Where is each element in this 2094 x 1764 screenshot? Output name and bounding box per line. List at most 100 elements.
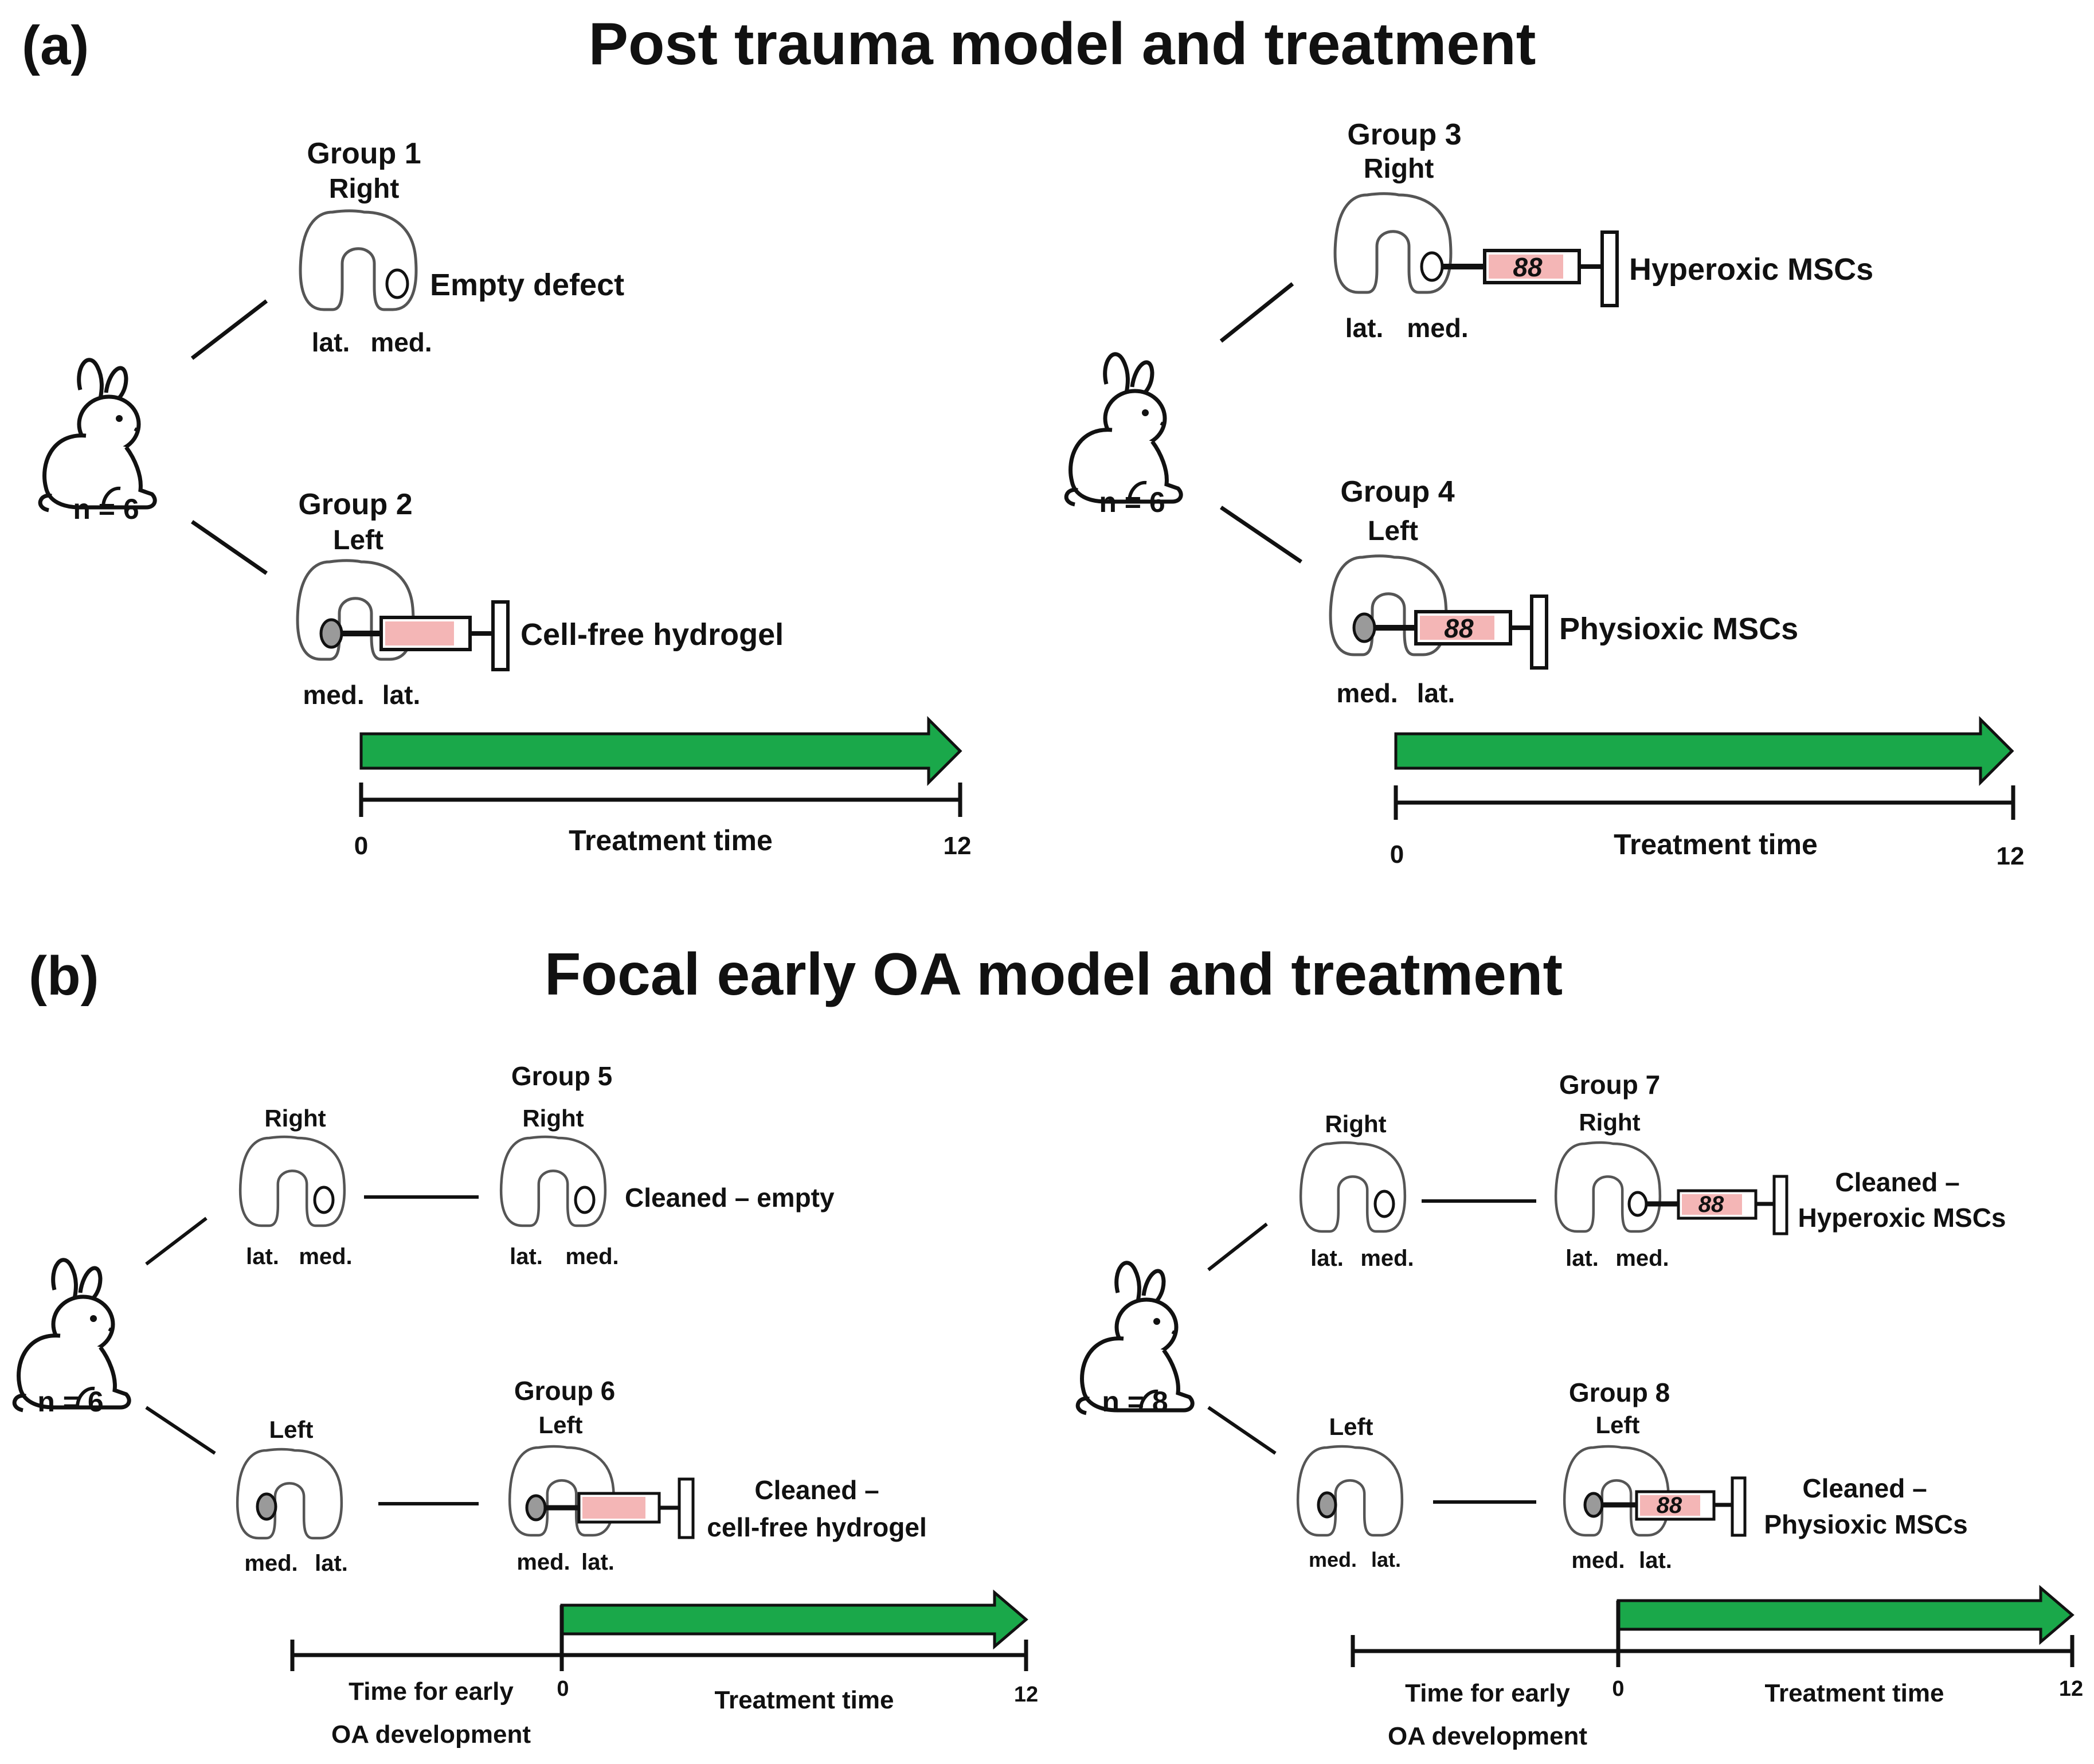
branch-line (1207, 1406, 1277, 1455)
medial-label: med. (1360, 1246, 1414, 1271)
lateral-label: lat. (312, 327, 350, 357)
group-8-label: Group 8 (1569, 1378, 1670, 1407)
defect-icon (385, 268, 409, 299)
branch-line (145, 1217, 208, 1266)
medial-label: med. (1407, 313, 1468, 343)
syringe-icon (525, 1477, 695, 1539)
group-2-treatment: Cell-free hydrogel (520, 617, 784, 652)
group-7-label: Group 7 (1559, 1070, 1660, 1100)
condyle-icon (1298, 1446, 1402, 1535)
group-6-label: Group 6 (514, 1376, 615, 1406)
cohort-size: n = 6 (73, 493, 139, 525)
pre-period-label-line1: Time for early (1405, 1679, 1570, 1707)
svg-text:88: 88 (1513, 252, 1543, 282)
group-7-treatment-line2: Hyperoxic MSCs (1798, 1203, 2006, 1233)
cohort-size: n = 6 (37, 1386, 103, 1418)
group-3-label: Group 3 (1347, 118, 1461, 151)
group-4-side: Left (1368, 516, 1418, 546)
branch-line (190, 299, 268, 360)
timeline-label: Treatment time (1765, 1679, 1944, 1707)
medial-label: med. (244, 1551, 298, 1576)
syringe-icon: 88 (1627, 1175, 1788, 1235)
medial-label: med. (299, 1244, 352, 1269)
lateral-label: lat. (1345, 313, 1383, 343)
group-4-label: Group 4 (1340, 475, 1454, 509)
group-5-label: Group 5 (511, 1061, 612, 1091)
group-8-treatment-line2: Physioxic MSCs (1764, 1509, 1967, 1539)
branch-line (1220, 506, 1302, 564)
timeline-start: 0 (1612, 1677, 1624, 1701)
lateral-label: lat. (510, 1244, 543, 1269)
medial-label: med. (1571, 1548, 1625, 1573)
group-1-treatment: Empty defect (430, 268, 624, 302)
pre-right-side: Right (264, 1105, 326, 1132)
pre-left-side: Left (269, 1416, 314, 1443)
defect-icon (1373, 1190, 1395, 1218)
lateral-label: lat. (1417, 678, 1455, 708)
medial-label: med. (1615, 1246, 1669, 1271)
group-1-label: Group 1 (307, 137, 421, 170)
treatment-arrow (1617, 1585, 2075, 1645)
group-2-label: Group 2 (298, 488, 412, 521)
timeline-end: 12 (944, 832, 972, 860)
lateral-label: lat. (246, 1244, 279, 1269)
cohort-size: n = 8 (1102, 1386, 1168, 1418)
defect-icon (313, 1186, 335, 1214)
group-7-side: Right (1579, 1109, 1640, 1136)
group-7-treatment-line1: Cleaned – (1835, 1167, 1959, 1197)
panel-a-letter: (a) (22, 15, 89, 76)
syringe-icon: 88 (1583, 1476, 1747, 1537)
defect-icon (1317, 1491, 1337, 1519)
group-8-side: Left (1596, 1411, 1640, 1438)
svg-text:88: 88 (1444, 613, 1474, 643)
timeline-end: 12 (1997, 842, 2025, 870)
pre-left-side: Left (1329, 1413, 1373, 1440)
group-6-treatment-line2: cell-free hydrogel (707, 1512, 926, 1542)
lateral-label: lat. (315, 1551, 348, 1576)
timeline-label: Treatment time (569, 824, 773, 856)
panel-b-letter: (b) (29, 945, 99, 1007)
treatment-arrow (1394, 715, 2014, 787)
panel-b-title: Focal early OA model and treatment (545, 941, 1563, 1008)
medial-label: med. (1336, 678, 1398, 708)
timeline-start: 0 (1390, 840, 1404, 869)
medial-label: med. (1309, 1548, 1357, 1571)
pre-right-side: Right (1325, 1110, 1386, 1137)
defect-icon (256, 1492, 277, 1521)
pre-period-label-line2: OA development (1388, 1722, 1587, 1750)
lateral-label: lat. (1310, 1246, 1344, 1271)
cohort-size: n = 6 (1099, 486, 1165, 518)
svg-text:88: 88 (1698, 1192, 1724, 1217)
rabbit-icon (1066, 354, 1181, 504)
defect-icon (574, 1186, 596, 1214)
syringe-icon: 88 (1420, 230, 1619, 307)
condyle-icon (1301, 1143, 1405, 1231)
group-3-side: Right (1364, 154, 1434, 184)
branch-line (145, 1406, 216, 1455)
lateral-label: lat. (581, 1550, 614, 1575)
group-1-side: Right (329, 174, 400, 204)
pre-period-label-line2: OA development (331, 1720, 531, 1749)
group-5-side: Right (522, 1105, 584, 1132)
medial-label: med. (370, 327, 432, 357)
medial-label: med. (565, 1244, 619, 1269)
lateral-label: lat. (1371, 1548, 1401, 1571)
medial-label: med. (516, 1550, 570, 1575)
rabbit-icon (40, 360, 155, 510)
lateral-label: lat. (382, 680, 420, 710)
timeline-end: 12 (2059, 1677, 2083, 1701)
group-6-side: Left (539, 1411, 583, 1438)
lateral-label: lat. (1639, 1548, 1672, 1573)
timeline-label: Treatment time (715, 1686, 894, 1714)
group-2-side: Left (333, 525, 383, 556)
group-4-treatment: Physioxic MSCs (1559, 612, 1798, 646)
group-6-treatment-line1: Cleaned – (754, 1475, 879, 1505)
condyle-icon (237, 1449, 342, 1538)
timeline-start: 0 (354, 832, 368, 860)
timeline-label: Treatment time (1614, 828, 1818, 861)
group-3-treatment: Hyperoxic MSCs (1629, 252, 1873, 287)
group-8-treatment-line1: Cleaned – (1802, 1473, 1927, 1503)
pre-period-label-line1: Time for early (349, 1677, 514, 1706)
timeline-start: 0 (557, 1677, 569, 1701)
